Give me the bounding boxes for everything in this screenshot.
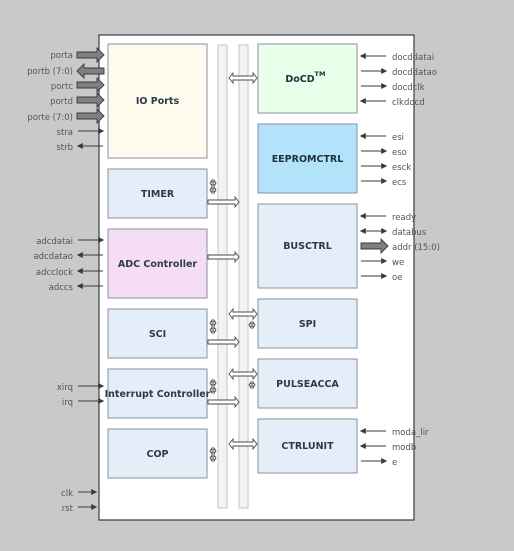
pin-portb: portb (7:0) xyxy=(27,67,73,77)
cop-bus-connector-a xyxy=(209,446,217,456)
pin-rst: rst xyxy=(62,504,74,514)
ctrlunit-bus-arrow xyxy=(228,437,258,451)
pin-we: we xyxy=(392,258,404,268)
spi-bus-connector xyxy=(248,320,256,330)
timer-block: TIMER xyxy=(107,168,208,219)
sci-bus-connector-b xyxy=(209,325,217,335)
docd-block: DoCD TM xyxy=(257,43,358,114)
spi-bus-arrow xyxy=(228,307,258,321)
portd-bus-arrow xyxy=(76,91,105,109)
pin-eso: eso xyxy=(392,148,407,158)
sci-label: SCI xyxy=(149,329,166,340)
pin-moda-lir: moda_lir xyxy=(392,428,429,438)
timer-label: TIMER xyxy=(141,189,175,200)
io-ports-label: IO Ports xyxy=(136,96,180,107)
pin-modb: modb xyxy=(392,443,416,453)
interrupt-controller-block: Interrupt Controller xyxy=(105,368,211,419)
pin-ready: ready xyxy=(392,213,416,223)
pin-esck: esck xyxy=(392,163,411,173)
spi-block: SPI xyxy=(257,298,358,349)
int-bus-connector-b xyxy=(209,385,217,395)
pin-addr: addr (15:0) xyxy=(392,243,440,253)
pin-databus: databus xyxy=(392,228,427,238)
timer-to-bus-arrow xyxy=(207,195,240,209)
spi-label: SPI xyxy=(299,319,316,330)
cop-label: COP xyxy=(146,449,168,460)
pin-docddatai: docddatai xyxy=(392,53,434,63)
pin-stra: stra xyxy=(57,128,73,138)
int-to-bus-arrow xyxy=(207,395,240,409)
pulseacca-bus-arrow xyxy=(228,367,258,381)
timer-bus-connector-a xyxy=(209,178,217,188)
pin-irq: irq xyxy=(62,398,73,408)
adc-to-bus-arrow xyxy=(207,250,240,264)
adc-controller-label: ADC Controller xyxy=(118,259,197,270)
portc-bus-arrow xyxy=(76,76,105,94)
pin-ecs: ecs xyxy=(392,178,407,188)
int-bus-connector-a xyxy=(209,378,217,388)
docd-trademark: TM xyxy=(315,70,326,78)
pin-esi: esi xyxy=(392,133,404,143)
pin-clkdocd: clkdocd xyxy=(392,98,425,108)
cop-block: COP xyxy=(107,428,208,479)
docd-label: DoCD xyxy=(285,74,314,85)
pin-adcdatao: adcdatao xyxy=(33,252,73,262)
pin-porta: porta xyxy=(50,51,73,61)
pin-strb: strb xyxy=(56,143,73,153)
pulseacca-bus-connector xyxy=(248,380,256,390)
interrupt-controller-label: Interrupt Controller xyxy=(105,389,211,400)
pin-oe: oe xyxy=(392,273,402,283)
eepromctrl-block: EEPROMCTRL xyxy=(257,123,358,194)
timer-bus-connector-b xyxy=(209,185,217,195)
pin-adccs: adccs xyxy=(49,283,74,293)
sci-to-bus-arrow xyxy=(207,335,240,349)
ctrlunit-label: CTRLUNIT xyxy=(281,441,334,452)
sci-bus-connector-a xyxy=(209,318,217,328)
pin-adcdatai: adcdatai xyxy=(36,237,73,247)
pin-docddatao: docddatao xyxy=(392,68,437,78)
pin-docdclk: docdclk xyxy=(392,83,425,93)
addr-bus-arrow xyxy=(360,237,389,255)
pin-clk: clk xyxy=(61,489,73,499)
pin-portd: portd xyxy=(50,97,73,107)
eepromctrl-label: EEPROMCTRL xyxy=(272,154,344,165)
io-ports-block: IO Ports xyxy=(107,43,208,159)
adc-controller-block: ADC Controller xyxy=(107,228,208,299)
internal-bus-right xyxy=(238,44,249,509)
pin-portc: portc xyxy=(51,82,73,92)
porta-bus-arrow xyxy=(76,46,105,64)
ctrlunit-block: CTRLUNIT xyxy=(257,418,358,474)
pin-xirq: xirq xyxy=(57,383,73,393)
busctrl-label: BUSCTRL xyxy=(283,241,332,252)
porte-bus-arrow xyxy=(76,107,105,125)
busctrl-block: BUSCTRL xyxy=(257,203,358,289)
cop-bus-connector-b xyxy=(209,453,217,463)
portb-bus-arrow xyxy=(76,62,105,80)
pulseacca-label: PULSEACCA xyxy=(276,379,339,390)
pulseacca-block: PULSEACCA xyxy=(257,358,358,409)
pin-e: e xyxy=(392,458,397,468)
pin-porte: porte (7:0) xyxy=(27,113,73,123)
sci-block: SCI xyxy=(107,308,208,359)
pin-adcclock: adcclock xyxy=(36,268,73,278)
internal-bus-left xyxy=(217,44,228,509)
docd-bus-arrow xyxy=(228,71,258,85)
